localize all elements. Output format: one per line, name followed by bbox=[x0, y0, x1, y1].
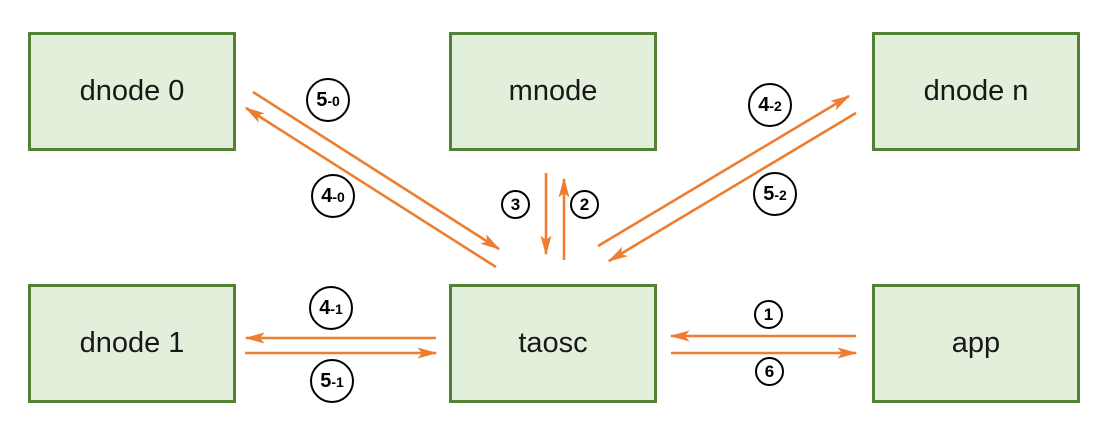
step-badge-5-1: 5-1 bbox=[310, 359, 354, 403]
step-badge-3: 3 bbox=[501, 190, 530, 219]
node-dnode-1: dnode 1 bbox=[28, 284, 236, 403]
arrow-taosc-to-dnoden bbox=[597, 94, 851, 248]
node-dnode-1-label: dnode 1 bbox=[79, 327, 185, 359]
node-app: app bbox=[872, 284, 1080, 403]
arrow-dnoden-to-taosc bbox=[607, 111, 857, 263]
step-badge-2: 2 bbox=[570, 190, 599, 219]
node-mnode-label: mnode bbox=[508, 75, 598, 107]
node-taosc-label: taosc bbox=[518, 327, 588, 359]
arrow-dnode0-to-taosc bbox=[252, 90, 501, 251]
node-app-label: app bbox=[951, 327, 1001, 359]
step-badge-5-0: 5-0 bbox=[306, 78, 350, 122]
node-taosc: taosc bbox=[449, 284, 657, 403]
step-badge-6: 6 bbox=[755, 357, 784, 386]
node-dnode-n: dnode n bbox=[872, 32, 1080, 151]
step-badge-5-2: 5-2 bbox=[753, 172, 797, 216]
step-badge-4-0: 4-0 bbox=[311, 174, 355, 218]
node-dnode-n-label: dnode n bbox=[923, 75, 1029, 107]
node-mnode: mnode bbox=[449, 32, 657, 151]
step-badge-4-2: 4-2 bbox=[748, 83, 792, 127]
step-badge-1: 1 bbox=[754, 300, 783, 329]
step-badge-4-1: 4-1 bbox=[309, 286, 353, 330]
node-dnode-0-label: dnode 0 bbox=[79, 75, 185, 107]
node-dnode-0: dnode 0 bbox=[28, 32, 236, 151]
arrow-taosc-to-dnode0 bbox=[244, 106, 497, 269]
